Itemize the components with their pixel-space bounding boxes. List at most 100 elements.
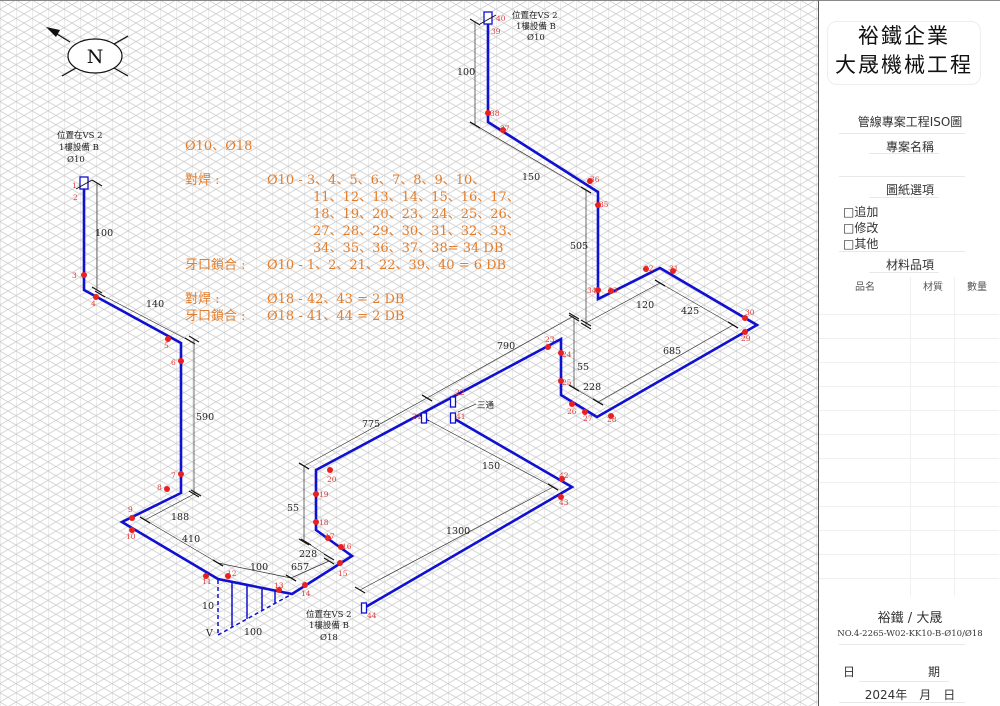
weld-point-label: 35	[599, 200, 609, 209]
company-logo: 裕鐵企業 大晟機械工程	[827, 21, 981, 85]
dimension-label: 657	[291, 562, 309, 573]
dimension-tick	[285, 574, 297, 582]
location-note-line: Ø18	[320, 632, 338, 643]
dimension-line	[659, 282, 734, 326]
dimension-line	[597, 324, 734, 403]
col-quantity: 數量	[967, 282, 987, 293]
weld-point-label: 18	[319, 518, 329, 527]
thread-label: 牙口鎖合 :	[185, 257, 246, 273]
weld-point-label: 40	[496, 14, 506, 23]
drawing-type: 管線專案工程ISO圖	[857, 115, 963, 129]
location-note-top: 位置在VS 2 1樓設備 B Ø10	[512, 10, 558, 43]
weld-point-label: 5	[164, 341, 169, 350]
weld-point-label: 6	[171, 358, 176, 367]
weld-point-marker	[608, 413, 614, 419]
pipe-main-line	[82, 22, 760, 596]
weld-point-label: 8	[157, 483, 162, 492]
weld-point-label: 4	[91, 299, 96, 308]
dimension-label: 790	[497, 341, 515, 352]
location-note-line: 位置在VS 2	[306, 609, 352, 620]
weld-point-marker	[643, 266, 649, 272]
weld-point-label: 7	[171, 471, 176, 480]
materials-label: 材料品項	[885, 258, 934, 272]
weld-point-marker	[327, 467, 333, 473]
weld-point-label: 42	[559, 471, 569, 480]
weld-point-marker	[164, 486, 170, 492]
weld-point-marker	[485, 110, 491, 116]
option-other-checkbox[interactable]: □其他	[843, 237, 879, 251]
weld-point-marker	[582, 409, 588, 415]
dimension-label: 228	[299, 549, 317, 560]
weld-point-label: 14	[301, 589, 311, 598]
weld-point-marker	[595, 202, 601, 208]
weld-10-line-2: 11、12、13、14、15、16、17、	[313, 190, 520, 205]
dimension-line	[426, 315, 575, 399]
flange-icon	[449, 412, 457, 424]
company-line-2: 大晟機械工程	[835, 53, 973, 77]
col-material: 材質	[923, 282, 943, 293]
thread-18: Ø18 - 41、44 = 2 DB	[267, 309, 404, 324]
weld-point-marker	[587, 178, 593, 184]
location-note-bottom: 位置在VS 2 1樓設備 B Ø18	[306, 609, 352, 643]
options-label: 圖紙選項	[885, 183, 934, 197]
slope-indicator: 10 V 100	[202, 580, 293, 639]
tee-annotation: 三通	[457, 400, 495, 413]
weld-point-label: 9	[128, 505, 133, 514]
location-note-left: 位置在VS 2 1樓設備 B Ø10	[57, 130, 103, 165]
weld-point-marker	[276, 587, 282, 593]
weld-point-label: 30	[745, 308, 755, 317]
weld-point-label: 31	[669, 264, 679, 273]
location-note-line: 位置在VS 2	[512, 10, 558, 21]
weld-point-marker	[595, 287, 601, 293]
dimension-tick	[421, 394, 433, 402]
weld-point-label: 2	[73, 193, 78, 202]
weld-point-label: 21	[412, 412, 422, 421]
weld-notes: Ø10、Ø18 對焊 : Ø10 - 3、4、5、6、7、8、9、10、 11、…	[185, 139, 520, 324]
dimension-label: 120	[636, 300, 654, 311]
weld-label-18: 對焊 :	[185, 291, 220, 307]
weld-10-line-3: 18、19、20、23、24、25、26、	[313, 207, 520, 222]
title-block: 裕鐵企業 大晟機械工程 管線專案工程ISO圖 專案名稱 圖紙選項 □追加 □修改…	[818, 0, 1000, 706]
weld-point-label: 37	[500, 124, 510, 133]
dimension-tick	[298, 462, 310, 470]
dimension-line	[474, 124, 587, 191]
north-arrow-icon: N	[46, 27, 129, 77]
tee-label: 三通	[477, 400, 495, 411]
location-note-line: 1樓設備 B	[516, 21, 556, 32]
dimension-label: 505	[570, 241, 588, 252]
weld-point-label: 33	[608, 286, 618, 295]
dimension-label: 100	[95, 228, 113, 239]
dimension-tick	[188, 335, 200, 343]
slope-v: V	[205, 628, 213, 639]
weld-point-marker	[545, 344, 551, 350]
dimension-tick	[592, 398, 604, 406]
weld-point-label: 26	[567, 407, 577, 416]
dimension-label: 410	[182, 534, 200, 545]
slope-rise: 10	[202, 601, 214, 612]
dimension-tick	[354, 586, 366, 594]
dimension-line	[144, 519, 219, 564]
dimension-label: 100	[457, 67, 475, 78]
weld-point-marker	[608, 288, 614, 294]
weld-point-marker	[569, 401, 575, 407]
notes-header: Ø10、Ø18	[185, 139, 252, 154]
dimension-label: 100	[250, 562, 268, 573]
dimension-tick	[727, 321, 739, 329]
option-modify-checkbox[interactable]: □修改	[843, 221, 879, 235]
weld-point-marker	[302, 582, 308, 588]
dimension-line	[99, 293, 191, 342]
flange-icon	[449, 396, 457, 408]
dimension-tick	[91, 179, 103, 187]
flange-icon	[360, 602, 368, 614]
weld-point-marker	[203, 573, 209, 579]
location-note-line: 1樓設備 B	[309, 620, 349, 631]
weld-point-label: 16	[342, 542, 352, 551]
iso-drawing: N Ø10、Ø18 對焊 : Ø10 - 3、4、5、6、7、8、9、10、 1…	[0, 0, 818, 706]
dimension-label: 1300	[446, 526, 470, 537]
dimension-label: 188	[171, 512, 189, 523]
weld-point-label: 20	[327, 475, 337, 484]
thread-label-18: 牙口鎖合 :	[185, 308, 246, 324]
option-add-checkbox[interactable]: □追加	[843, 205, 879, 219]
weld-point-marker	[558, 378, 564, 384]
weld-point-label: 13	[274, 581, 284, 590]
